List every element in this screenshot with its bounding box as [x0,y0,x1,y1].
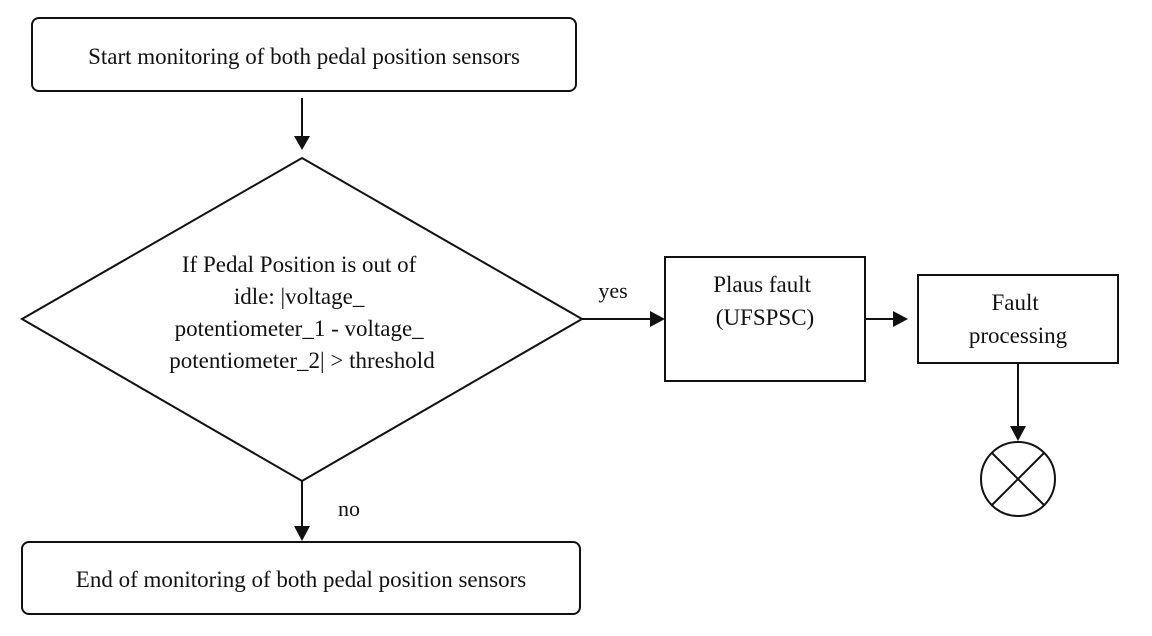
edge-no: no [294,481,360,541]
edge-plaus-to-processing [865,311,908,327]
no-label: no [338,496,360,521]
plaus-fault-line-1: Plaus fault [713,272,811,297]
plaus-fault-text: Plaus fault (UFSPSC) [713,272,817,330]
edge-processing-to-terminator [1010,363,1026,441]
start-node: Start monitoring of both pedal position … [31,17,577,92]
start-box [31,17,577,92]
terminator-cross-line [991,452,1045,506]
end-box [21,541,581,615]
decision-text: If Pedal Position is out of idle: |volta… [169,252,435,373]
plaus-fault-node: Plaus fault (UFSPSC) [664,256,866,382]
fault-processing-box [917,274,1119,364]
fault-processing-line-2: processing [969,323,1068,348]
decision-line-1: If Pedal Position is out of [182,252,417,277]
fault-processing-text: Fault processing [969,290,1068,348]
plaus-fault-box [664,256,866,382]
fault-processing-line-1: Fault [991,290,1039,315]
arrowhead [1010,426,1026,441]
arrowhead [294,136,310,150]
fault-processing-node: Fault processing [917,274,1119,364]
edge-yes: yes [582,278,665,327]
plaus-fault-line-2: (UFSPSC) [716,305,814,330]
start-label: Start monitoring of both pedal position … [88,44,520,69]
decision-line-3: potentiometer_1 - voltage_ [175,316,425,341]
edge-start-to-decision [294,98,310,150]
decision-line-4: potentiometer_2| > threshold [169,348,435,373]
yes-label: yes [598,278,627,303]
end-node: End of monitoring of both pedal position… [21,541,581,615]
end-label: End of monitoring of both pedal position… [76,567,526,592]
arrowhead [650,311,665,327]
arrowhead [893,311,908,327]
arrowhead [294,526,310,541]
decision-node: If Pedal Position is out of idle: |volta… [19,156,585,483]
circle-x-icon [980,441,1056,517]
decision-line-2: idle: |voltage_ [234,284,365,309]
